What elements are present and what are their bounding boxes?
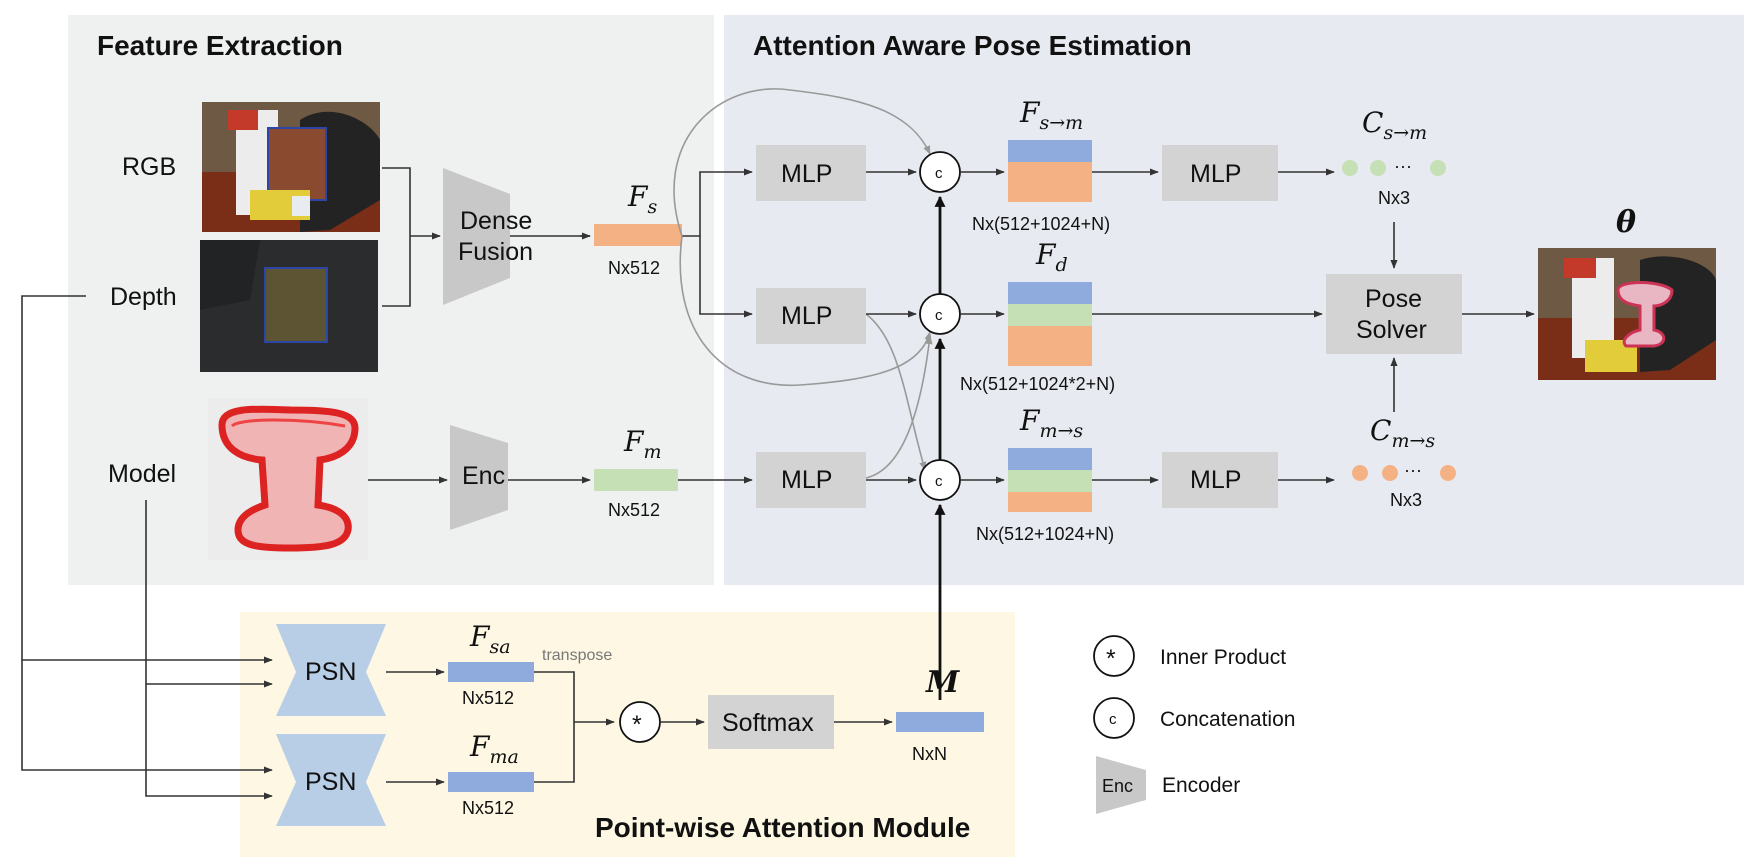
depth-label: Depth xyxy=(110,283,177,311)
fsm-symbol: Fs→m xyxy=(1019,96,1083,134)
input-to-psn-connectors xyxy=(21,295,273,800)
mlp-block-bot xyxy=(756,452,866,508)
csm-points xyxy=(1342,160,1446,176)
csm-symbol: Cs→m xyxy=(1362,106,1427,144)
svg-text:c: c xyxy=(935,473,943,490)
pose-solver-block xyxy=(1326,274,1462,354)
svg-text:Inner Product: Inner Product xyxy=(1160,646,1286,669)
attention-pose-title: Attention Aware Pose Estimation xyxy=(753,30,1192,61)
legend-encoder: Enc Encoder xyxy=(1096,756,1240,814)
pointwise-attention-title: Point-wise Attention Module xyxy=(595,812,970,843)
mlp-bot-label: MLP xyxy=(781,466,832,494)
fsa-feature xyxy=(448,662,534,682)
mlp-mid-label: MLP xyxy=(781,302,832,330)
model-label: Model xyxy=(108,460,176,488)
fm-feature xyxy=(594,469,678,491)
mlp-top-label: MLP xyxy=(781,160,832,188)
svg-text:Enc: Enc xyxy=(1102,776,1133,796)
dense-fusion-label-2: Fusion xyxy=(458,238,533,266)
fd-symbol: Fd xyxy=(1035,238,1068,276)
psn-to-feature-arrows xyxy=(386,668,445,786)
legend-inner-product: * Inner Product xyxy=(1093,635,1286,677)
theta-symbol: θ xyxy=(1616,205,1636,240)
skip-connections xyxy=(673,88,933,479)
transpose-label: transpose xyxy=(542,647,612,664)
dense-fusion-block xyxy=(443,168,510,305)
softmax-label: Softmax xyxy=(722,709,814,737)
legend: * Inner Product c Concatenation Enc Enco… xyxy=(1093,635,1295,814)
psn-top-label: PSN xyxy=(305,658,356,686)
fsa-dim: Nx512 xyxy=(462,688,514,708)
mlp-right-top-label: MLP xyxy=(1190,160,1241,188)
encoder-block xyxy=(450,425,508,530)
input-connectors xyxy=(382,167,441,307)
fms-feature xyxy=(1008,448,1092,512)
mlp-block-right-bot xyxy=(1162,452,1278,508)
fd-feature xyxy=(1008,282,1092,366)
svg-text:Concatenation: Concatenation xyxy=(1160,708,1295,731)
fms-symbol: Fm→s xyxy=(1019,404,1083,442)
csm-dim: Nx3 xyxy=(1378,188,1410,208)
concat-to-feature-arrows xyxy=(960,168,1005,484)
fs-to-mlp-arrows xyxy=(682,168,753,318)
mlp-to-concat-arrows xyxy=(866,168,917,484)
fms-dim: Nx(512+1024+N) xyxy=(976,524,1114,544)
model-drill-image xyxy=(208,398,368,560)
pose-solver-label-1: Pose xyxy=(1365,285,1422,313)
feature-extraction-title: Feature Extraction xyxy=(97,30,343,61)
depth-image xyxy=(200,240,378,372)
fs-feature xyxy=(594,224,682,246)
mlp-block-right-top xyxy=(1162,145,1278,201)
svg-text:c: c xyxy=(935,307,943,324)
fma-dim: Nx512 xyxy=(462,798,514,818)
encoder-label: Enc xyxy=(462,462,505,490)
fm-symbol: Fm xyxy=(623,425,661,463)
concat-top: c xyxy=(919,151,961,193)
softmax-block xyxy=(708,695,834,749)
psn-block-top xyxy=(276,624,386,716)
cms-symbol: Cm→s xyxy=(1370,414,1435,452)
inner-product-op: * xyxy=(619,701,661,743)
result-image xyxy=(1538,248,1716,380)
svg-text:c: c xyxy=(1109,711,1117,728)
cms-dim: Nx3 xyxy=(1390,490,1422,510)
cms-dots: ··· xyxy=(1404,460,1422,480)
dense-fusion-label-1: Dense xyxy=(460,207,532,235)
csm-dots: ··· xyxy=(1394,156,1412,176)
fm-dim: Nx512 xyxy=(608,500,660,520)
m-dim: NxN xyxy=(912,744,947,764)
fma-symbol: Fma xyxy=(469,730,519,768)
concat-mid: c xyxy=(919,293,961,335)
mlp-right-bot-label: MLP xyxy=(1190,466,1241,494)
svg-text:*: * xyxy=(1106,645,1116,673)
rgb-label: RGB xyxy=(122,153,176,181)
rgb-image xyxy=(202,102,380,232)
mlp-block-mid xyxy=(756,288,866,344)
legend-concatenation: c Concatenation xyxy=(1093,697,1295,739)
fsm-feature xyxy=(1008,140,1092,202)
feature-to-mlp-arrows xyxy=(1092,168,1323,484)
fs-dim: Nx512 xyxy=(608,258,660,278)
psn-block-bot xyxy=(276,734,386,826)
fs-symbol: Fs xyxy=(627,180,657,218)
fd-dim: Nx(512+1024*2+N) xyxy=(960,374,1115,394)
m-symbol: M xyxy=(925,665,960,700)
m-feature xyxy=(896,712,984,732)
svg-text:Encoder: Encoder xyxy=(1162,774,1240,797)
mlp-to-correspondence-arrows xyxy=(1278,168,1335,484)
svg-text:*: * xyxy=(632,711,642,739)
psn-bot-label: PSN xyxy=(305,768,356,796)
fma-feature xyxy=(448,772,534,792)
pose-solver-label-2: Solver xyxy=(1356,316,1427,344)
mlp-block-top xyxy=(756,145,866,201)
fsa-symbol: Fsa xyxy=(469,620,511,658)
concat-bot: c xyxy=(919,459,961,501)
svg-text:c: c xyxy=(935,165,943,182)
fsm-dim: Nx(512+1024+N) xyxy=(972,214,1110,234)
features-to-inner-product xyxy=(534,671,615,783)
cms-points xyxy=(1352,465,1456,481)
